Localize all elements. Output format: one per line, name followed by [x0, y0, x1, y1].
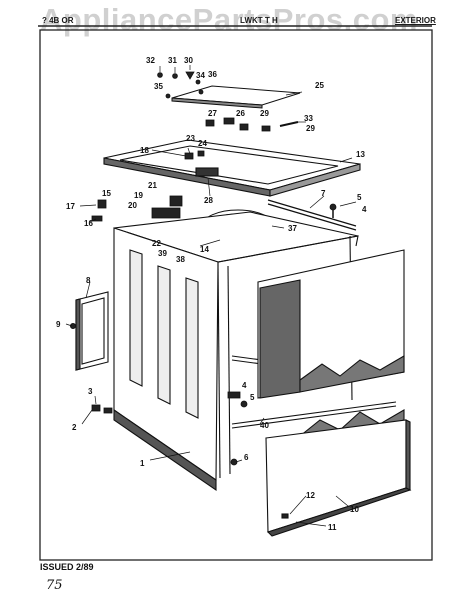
callout-35: 35 [154, 82, 163, 91]
callout-12: 12 [306, 491, 315, 500]
callout-6: 6 [244, 453, 249, 462]
callout-19: 19 [134, 191, 143, 200]
callout-11: 11 [328, 523, 337, 532]
callout-9: 9 [56, 320, 61, 329]
callout-38: 38 [176, 255, 185, 264]
header-section: EXTERIOR [395, 16, 436, 25]
access-door-part [75, 291, 109, 371]
callout-10: 10 [350, 505, 359, 514]
header-code: ? 4B OR [42, 16, 74, 25]
callout-29b: 29 [306, 124, 315, 133]
callout-24: 24 [198, 139, 207, 148]
callout-28: 28 [204, 196, 213, 205]
watermark: AppliancePartsPros.com [40, 2, 418, 37]
callout-32: 32 [146, 56, 155, 65]
callout-22: 22 [152, 239, 161, 248]
callout-15: 15 [102, 189, 111, 198]
callout-5b: 5 [250, 393, 255, 402]
callout-40: 40 [260, 421, 269, 430]
callout-34: 34 [196, 71, 205, 80]
callout-7: 7 [321, 189, 326, 198]
callout-1: 1 [140, 459, 145, 468]
callout-14: 14 [200, 245, 209, 254]
callout-31: 31 [168, 56, 177, 65]
callout-26: 26 [236, 109, 245, 118]
callout-5a: 5 [357, 193, 362, 202]
callout-17: 17 [66, 202, 75, 211]
callout-30: 30 [184, 56, 193, 65]
callout-18: 18 [140, 146, 149, 155]
toe-panel-part [265, 419, 412, 537]
callout-3: 3 [88, 387, 93, 396]
callout-16: 16 [84, 219, 93, 228]
callout-27: 27 [208, 109, 217, 118]
callout-21: 21 [148, 181, 157, 190]
handwritten-note: 75 [46, 578, 63, 593]
screw-part [329, 203, 337, 218]
callout-8: 8 [86, 276, 91, 285]
callout-33: 33 [304, 114, 313, 123]
callout-4a: 4 [362, 205, 367, 214]
callout-37: 37 [288, 224, 297, 233]
callout-4b: 4 [242, 381, 247, 390]
small-bracket-parts [70, 322, 248, 466]
callout-20: 20 [128, 201, 137, 210]
callout-29a: 29 [260, 109, 269, 118]
callout-13: 13 [356, 150, 365, 159]
callout-25: 25 [315, 81, 324, 90]
callout-39: 39 [158, 249, 167, 258]
side-rail-part [267, 199, 357, 227]
callout-23: 23 [186, 134, 195, 143]
callout-labels: 32 31 30 34 36 35 25 27 26 29 33 29 23 2… [56, 56, 367, 532]
callout-2: 2 [72, 423, 77, 432]
header-title: LWKT T H [240, 16, 278, 25]
side-panel-part [257, 249, 405, 447]
issued-date: ISSUED 2/89 [40, 562, 94, 572]
top-panel-part [171, 85, 301, 109]
callout-36: 36 [208, 70, 217, 79]
leader-lines [65, 65, 357, 527]
